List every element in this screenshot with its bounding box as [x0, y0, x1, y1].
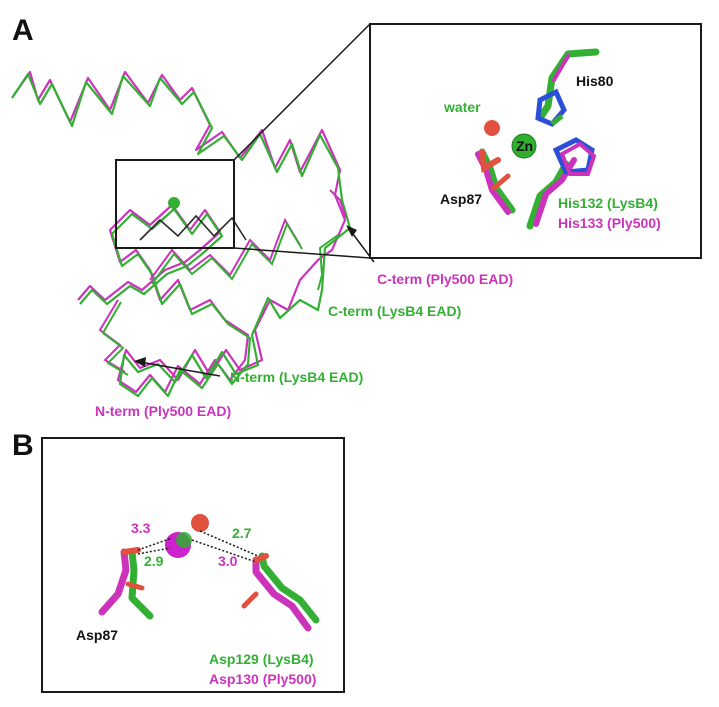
protein-backbone-overlay: [11, 70, 352, 398]
nterm-lysb4-arrow: [139, 361, 221, 377]
asp87-residue: [475, 148, 516, 215]
nterm-lysb4-arrowhead: [134, 357, 146, 367]
zinc-ion-icon: [511, 133, 537, 159]
inset-label-his132: His132 (LysB4): [558, 195, 658, 211]
inset-label-his80: His80: [576, 73, 614, 89]
distance-label-3-0: 3.0: [218, 553, 238, 569]
inset-label-water: water: [443, 99, 481, 115]
distance-label-2-9: 2.9: [144, 553, 164, 569]
zinc-ion-icon-b: [176, 532, 192, 548]
inset-label-asp87: Asp87: [440, 191, 482, 207]
cterm-ply500-arrowhead: [346, 225, 357, 237]
asp129-asp130-residue-b: [241, 552, 320, 632]
bond-line-4: [191, 539, 257, 563]
zoom-line-bottom: [233, 247, 371, 259]
panel-b-structure: [98, 514, 320, 632]
cterm-ply500-arrow: [349, 229, 375, 263]
panel-a-letter: A: [12, 14, 34, 47]
terminus-callouts: [134, 225, 375, 377]
bond-line-3: [199, 530, 259, 557]
zoom-line-top: [233, 23, 371, 161]
water-molecule-icon-b: [191, 514, 209, 532]
label-asp130: Asp130 (Ply500): [209, 671, 316, 687]
his132-his133-residue: [526, 137, 597, 230]
label-cterm-lysb4: C-term (LysB4 EAD): [328, 303, 461, 319]
his80-residue: [535, 48, 600, 128]
distance-label-3-3: 3.3: [131, 520, 151, 536]
bond-line-2: [137, 547, 171, 555]
panel-b-letter: B: [12, 429, 34, 462]
asp87-residue-b: [98, 547, 154, 620]
water-molecule-icon: [484, 120, 500, 136]
lysb4-backbone-trace: [11, 72, 352, 398]
ply500-strand: [149, 217, 301, 281]
ply500-backbone-trace: [13, 70, 347, 394]
label-asp129: Asp129 (LysB4): [209, 651, 314, 667]
inset-label-zn: Zn: [516, 138, 533, 154]
label-asp87-b: Asp87: [76, 627, 118, 643]
label-cterm-ply500: C-term (Ply500 EAD): [377, 271, 513, 287]
zinc-overview-icon: [168, 197, 180, 209]
label-nterm-lysb4: N-term (LysB4 EAD): [230, 369, 363, 385]
label-nterm-ply500: N-term (Ply500 EAD): [95, 403, 231, 419]
dark-strand: [139, 214, 247, 241]
ply500-strand-2: [98, 299, 126, 373]
lysb4-strand-2: [101, 301, 129, 376]
distance-label-2-7: 2.7: [232, 525, 252, 541]
inset-label-his133: His133 (Ply500): [558, 215, 661, 231]
lysb4-cterm-tail: [317, 234, 339, 291]
ply500-cterm-tail: [329, 189, 347, 219]
panel-b-frame: [41, 437, 345, 693]
lysb4-strand: [151, 221, 303, 285]
active-site-selection-box: [115, 159, 235, 249]
active-site-inset: [475, 48, 600, 230]
